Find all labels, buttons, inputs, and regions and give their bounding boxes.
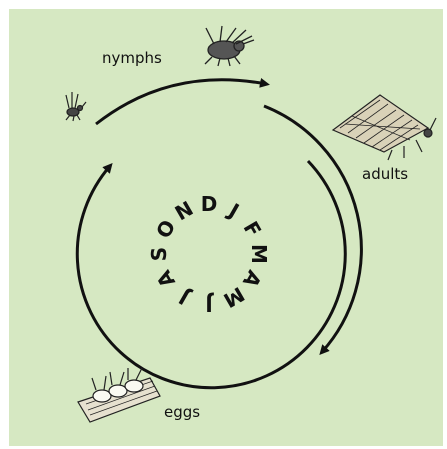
eggs-label: eggs bbox=[164, 403, 200, 421]
adult-moth-icon bbox=[333, 95, 436, 160]
month-letter: A bbox=[151, 266, 180, 292]
nymph-stage-arrow bbox=[96, 80, 266, 124]
nymph-small-icon bbox=[66, 92, 86, 121]
month-letter: F bbox=[238, 217, 266, 241]
month-letter: N bbox=[171, 196, 198, 225]
nymphs-label: nymphs bbox=[102, 49, 162, 67]
month-letter: D bbox=[201, 192, 218, 216]
adult-stage-arrow bbox=[264, 106, 361, 352]
eggs-icon bbox=[78, 368, 160, 422]
month-letter: M bbox=[219, 282, 248, 313]
month-letter: M bbox=[247, 244, 271, 264]
month-letter: J bbox=[175, 285, 195, 311]
adults-label: adults bbox=[362, 165, 408, 183]
nymph-large-icon bbox=[205, 26, 254, 66]
month-letter: J bbox=[205, 292, 214, 316]
month-letter: S bbox=[147, 247, 171, 261]
month-letter: A bbox=[238, 266, 267, 292]
month-letter: J bbox=[223, 197, 243, 223]
month-letter: O bbox=[151, 216, 180, 243]
